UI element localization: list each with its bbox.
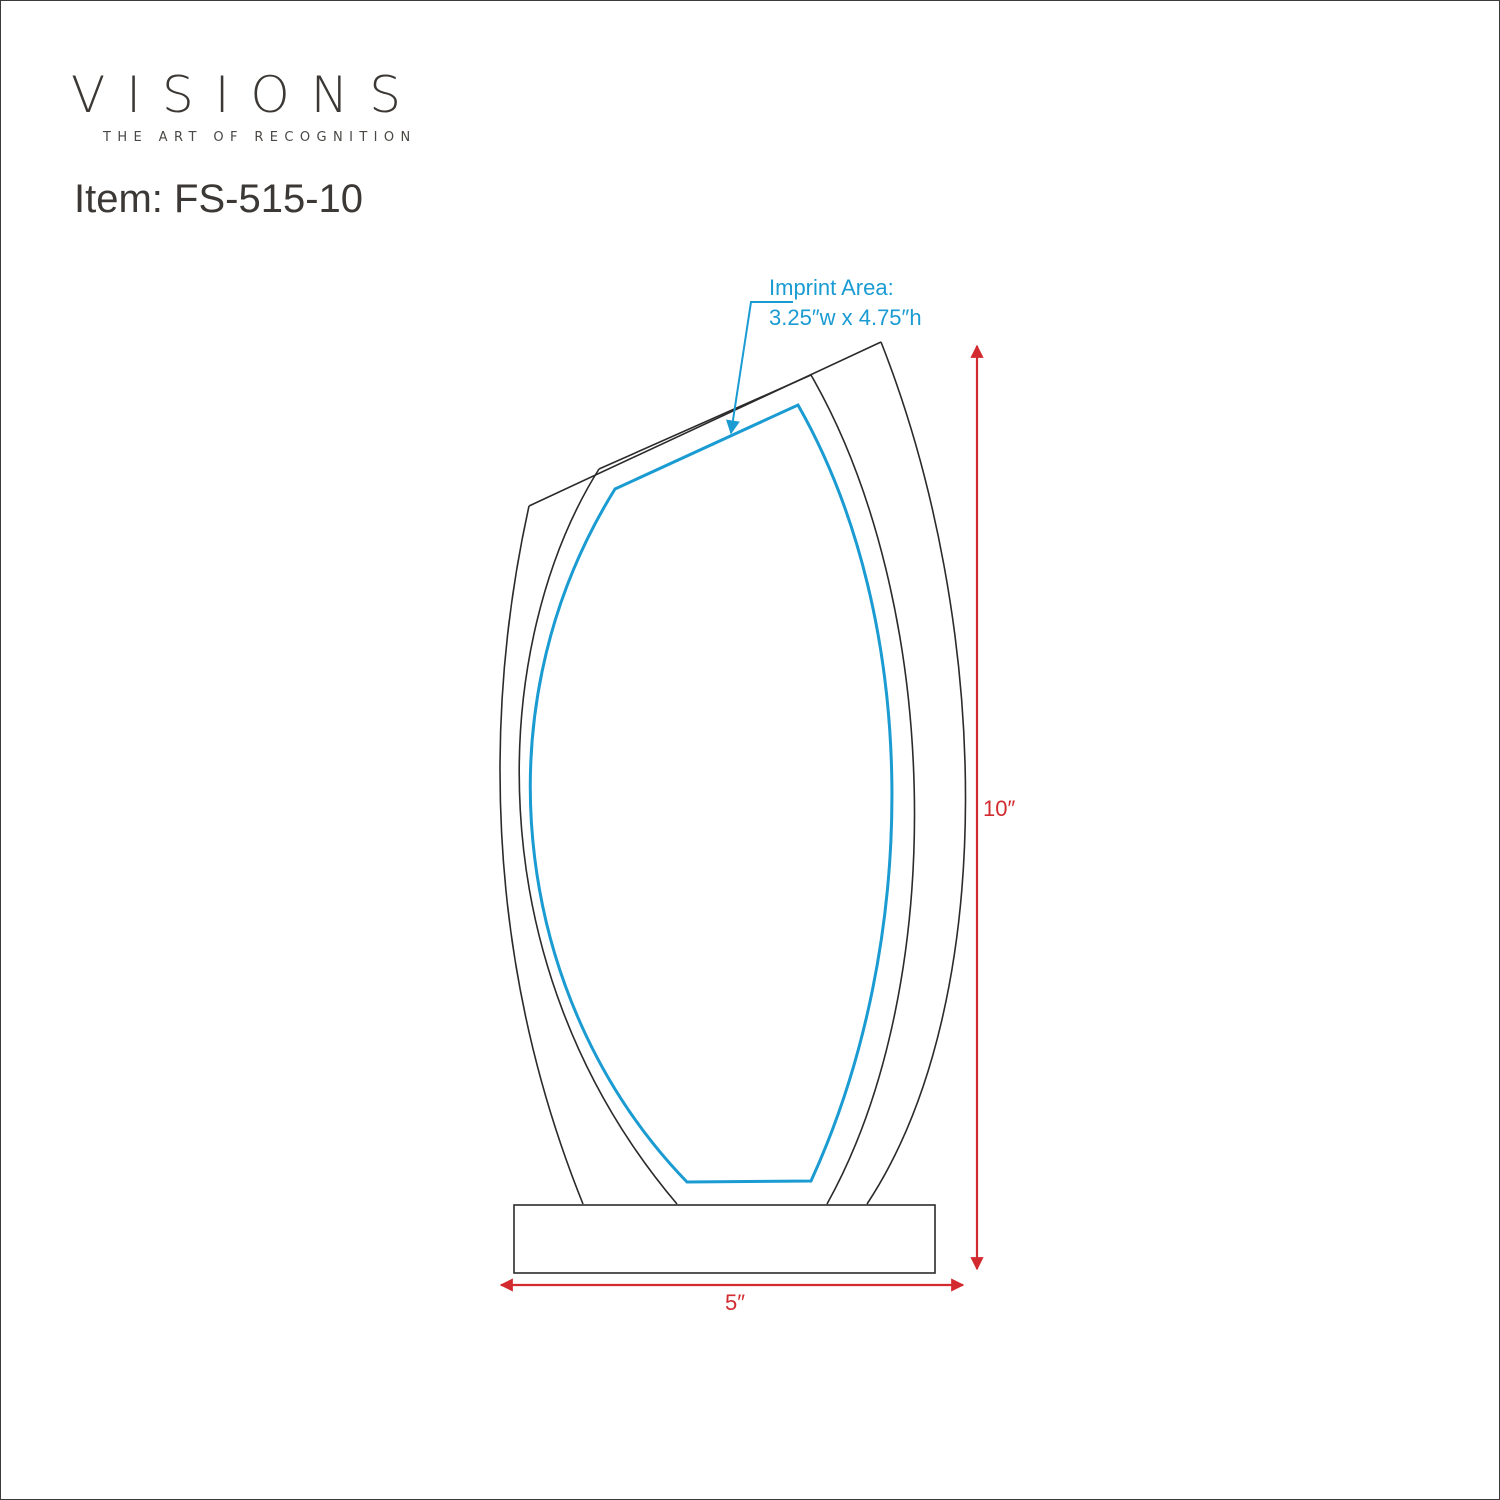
award-top-edge: [528, 341, 882, 507]
brand-name: VISIONS: [71, 66, 422, 124]
imprint-area-outline: [528, 403, 894, 1184]
award-base: [513, 1204, 936, 1274]
item-number: Item: FS-515-10: [74, 177, 364, 221]
award-top-bevel: [598, 374, 812, 470]
imprint-label-line1: Imprint Area:: [769, 275, 894, 300]
imprint-label-line2: 3.25″w x 4.75″h: [769, 305, 922, 330]
width-dimension-label: 5″: [725, 1290, 745, 1315]
award-left-back-edge: [499, 505, 584, 1205]
brand-tagline: THE ART OF RECOGNITION: [103, 130, 417, 145]
height-dimension-label: 10″: [983, 796, 1015, 821]
imprint-leader-line: [725, 301, 793, 435]
award-left-front-edge: [518, 468, 678, 1205]
award-outline: [499, 341, 967, 1274]
award-front-right-edge: [810, 374, 916, 1205]
brand-logo: VISIONS THE ART OF RECOGNITION: [71, 66, 461, 145]
award-back-right-edge: [866, 341, 967, 1205]
